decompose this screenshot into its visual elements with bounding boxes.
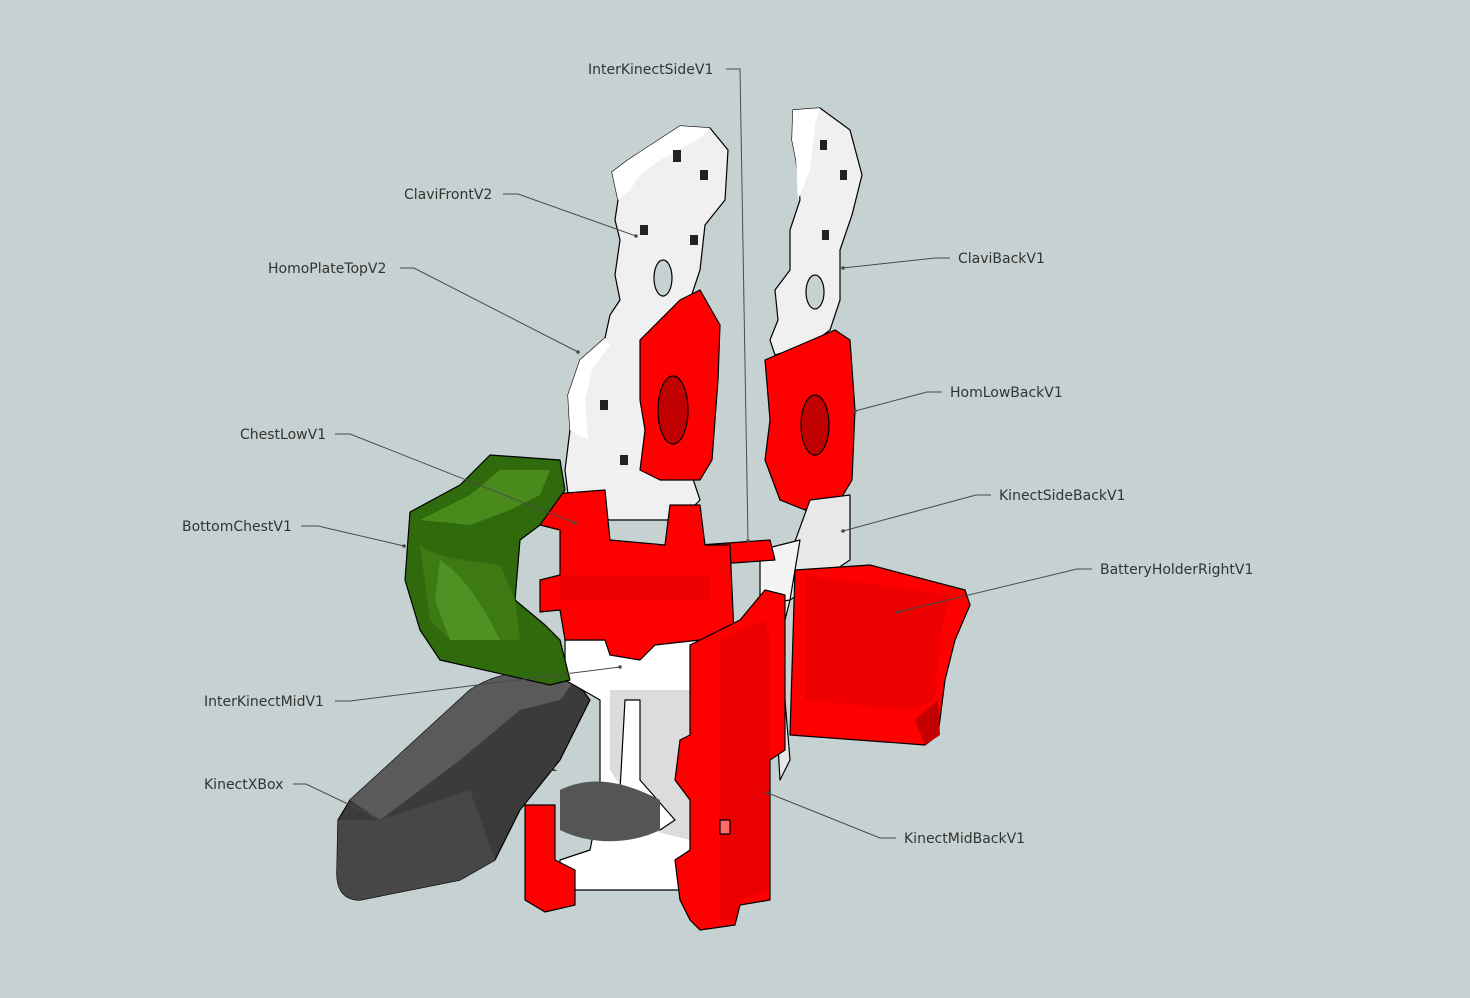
- chest-low-part: [539, 489, 736, 661]
- callout-kinect-xbox: KinectXBox: [204, 777, 390, 825]
- model-3d: [336, 107, 971, 931]
- callout-bottom-chest: BottomChestV1: [182, 519, 406, 548]
- label-kinect-xbox: KinectXBox: [204, 777, 283, 793]
- inter-kinect-mid-part: [559, 639, 701, 891]
- label-kinect-mid-back: KinectMidBackV1: [904, 831, 1025, 847]
- clavi-back-part: [769, 107, 863, 356]
- label-clavi-back: ClaviBackV1: [958, 251, 1045, 267]
- callout-kinect-side-back: KinectSideBackV1: [841, 488, 1126, 533]
- label-homo-plate-top: HomoPlateTopV2: [268, 261, 386, 277]
- callout-chest-low: ChestLowV1: [240, 427, 577, 525]
- callouts: InterKinectSideV1 ClaviFrontV2 HomoPlate…: [182, 62, 1253, 847]
- label-inter-kinect-side: InterKinectSideV1: [588, 62, 713, 78]
- battery-holder-right-part: [789, 564, 971, 746]
- kinect-xbox-part: [336, 671, 591, 901]
- label-bottom-chest: BottomChestV1: [182, 519, 292, 535]
- red-lower-left-part: [524, 804, 576, 913]
- bottom-chest-part: [404, 454, 571, 686]
- callout-inter-kinect-mid: InterKinectMidV1: [204, 665, 622, 710]
- label-clavi-front: ClaviFrontV2: [404, 187, 492, 203]
- callout-clavi-front: ClaviFrontV2: [404, 187, 638, 238]
- callout-inter-kinect-side: InterKinectSideV1: [588, 62, 750, 543]
- callout-hom-low-back: HomLowBackV1: [853, 385, 1063, 413]
- label-chest-low: ChestLowV1: [240, 427, 326, 443]
- callout-clavi-back: ClaviBackV1: [841, 251, 1045, 270]
- label-inter-kinect-mid: InterKinectMidV1: [204, 694, 324, 710]
- label-battery-holder-right: BatteryHolderRightV1: [1100, 562, 1253, 578]
- callout-kinect-mid-back: KinectMidBackV1: [766, 791, 1025, 847]
- callout-homo-plate-top: HomoPlateTopV2: [268, 261, 580, 354]
- label-kinect-side-back: KinectSideBackV1: [999, 488, 1126, 504]
- hidden-label-front: FrontV1: [504, 759, 558, 775]
- label-hom-low-back: HomLowBackV1: [950, 385, 1063, 401]
- callout-battery-holder-right: BatteryHolderRightV1: [896, 562, 1253, 614]
